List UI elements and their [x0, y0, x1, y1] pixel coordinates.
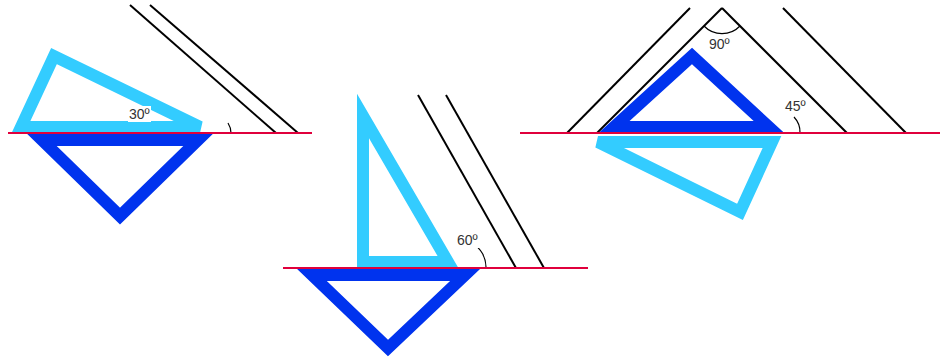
panel-45: [520, 8, 940, 212]
set-square-45: [614, 56, 769, 127]
angle-label: 60º: [456, 232, 479, 248]
angle-label: 45º: [784, 98, 807, 114]
straight-edge-line: [8, 132, 312, 134]
set-square-45: [42, 140, 198, 216]
set-square-45: [312, 275, 465, 348]
set-square-30-60: [598, 142, 772, 212]
straight-edge-line: [520, 132, 940, 134]
parallel-line: [130, 5, 276, 133]
angle-arc: [704, 26, 740, 34]
angle-arc: [228, 123, 231, 133]
set-square-30-60: [21, 56, 200, 127]
angle-label: 30º: [128, 106, 151, 122]
angle-label: 90º: [708, 36, 731, 52]
panel-30: [8, 5, 312, 216]
set-square-30-60: [363, 116, 448, 262]
straight-edge-line: [283, 267, 588, 269]
parallel-line: [783, 8, 906, 133]
parallel-line: [446, 95, 544, 268]
parallel-line: [722, 8, 847, 133]
angle-arc: [794, 117, 800, 133]
